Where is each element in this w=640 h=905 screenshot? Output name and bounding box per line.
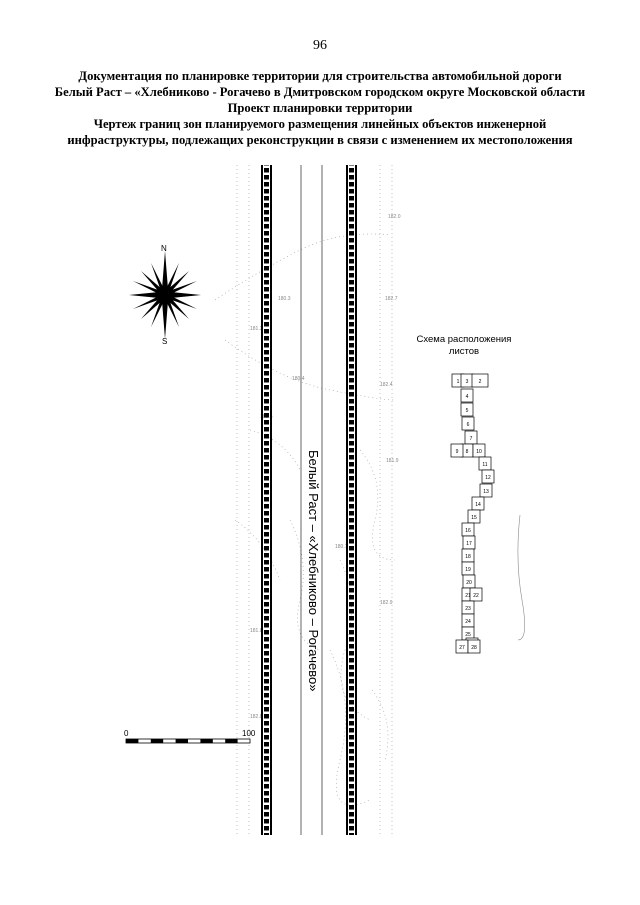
sheet-frame [461,416,475,431]
zone-boundary-right [346,165,357,835]
zone-boundary-left [261,165,272,835]
sheet-number: 21 [465,593,471,599]
sheet-number: 13 [483,489,489,495]
scale-end-label: 100 [242,729,256,738]
svg-text:182.7: 182.7 [385,296,398,302]
svg-text:182.9: 182.9 [380,600,393,606]
compass-south-label: S [162,337,167,346]
sheet-layout-title-line-2: листов [448,346,480,357]
sheet-number: 18 [465,554,471,560]
road-axis-lines [300,165,323,835]
svg-text:180.3: 180.3 [278,296,291,302]
sheet-number: 5 [466,408,469,414]
page-number: 96 [313,38,327,53]
header-line-5: инфраструктуры, подлежащих реконструкции… [67,133,573,147]
header-line-2: Белый Раст – «Хлебниково - Рогачево в Дм… [54,85,586,99]
header-line-1: Документация по планировке территории дл… [78,69,562,83]
sheet-frame [479,483,493,498]
sheet-layout-title: Схема расположения листов [404,334,524,358]
sheet-frame [467,639,481,654]
sheet-number: 16 [465,528,471,534]
sheet-number: 10 [476,449,482,455]
svg-text:180.7: 180.7 [335,544,348,550]
sheet-frame [460,388,474,403]
sheet-number: 23 [465,606,471,612]
sheet-number: 4 [466,394,469,400]
sheet-number: 1 [457,379,460,385]
sheet-number: 17 [466,541,472,547]
sheet-number: 12 [485,475,491,481]
scale-bar [125,738,251,744]
sheet-number: 28 [471,645,477,651]
header-line-3: Проект планировки территории [227,101,413,115]
sheet-number: 19 [465,567,471,573]
sheet-number: 24 [465,619,471,625]
svg-text:181.9: 181.9 [386,458,399,464]
sheet-number: 15 [471,515,477,521]
svg-text:180.4: 180.4 [292,376,305,382]
sheet-number: 8 [466,449,469,455]
sheet-frame [450,443,464,458]
elevation-marks: 180.3 182.0 182.7 181.3 180.4 182.4 182.… [250,214,401,720]
sheet-number: 25 [465,632,471,638]
sheet-frame [481,469,495,484]
svg-text:181.8: 181.8 [250,628,263,634]
sheet-number: 3 [466,379,469,385]
sheet-number: 11 [482,462,487,468]
compass-rose [129,251,201,339]
sheet-frame [469,587,483,602]
svg-text:181.3: 181.3 [250,326,263,332]
document-header: Документация по планировке территории дл… [40,68,600,148]
svg-text:182.4: 182.4 [380,382,393,388]
header-line-4: Чертеж границ зон планируемого размещени… [93,117,547,131]
sheet-frame [460,402,474,417]
sheet-frame [471,373,489,388]
sheet-number: 27 [459,645,465,651]
sheet-number: 6 [467,422,470,428]
sheet-number: 2 [479,379,482,385]
sheet-number: 9 [456,449,459,455]
sheet-number: 14 [475,502,481,508]
svg-text:182.8: 182.8 [250,714,263,720]
sheet-number: 20 [466,580,472,586]
road-name-label: Белый Раст – «Хлебниково – Рогачево» [306,450,321,691]
sheet-layout-title-line-1: Схема расположения [416,334,512,345]
compass-north-label: N [161,244,167,253]
svg-text:182.0: 182.0 [388,214,401,220]
side-outline [517,514,526,641]
sheet-number: 7 [470,436,473,442]
sheet-number: 22 [473,593,479,599]
scale-start-label: 0 [124,729,129,738]
